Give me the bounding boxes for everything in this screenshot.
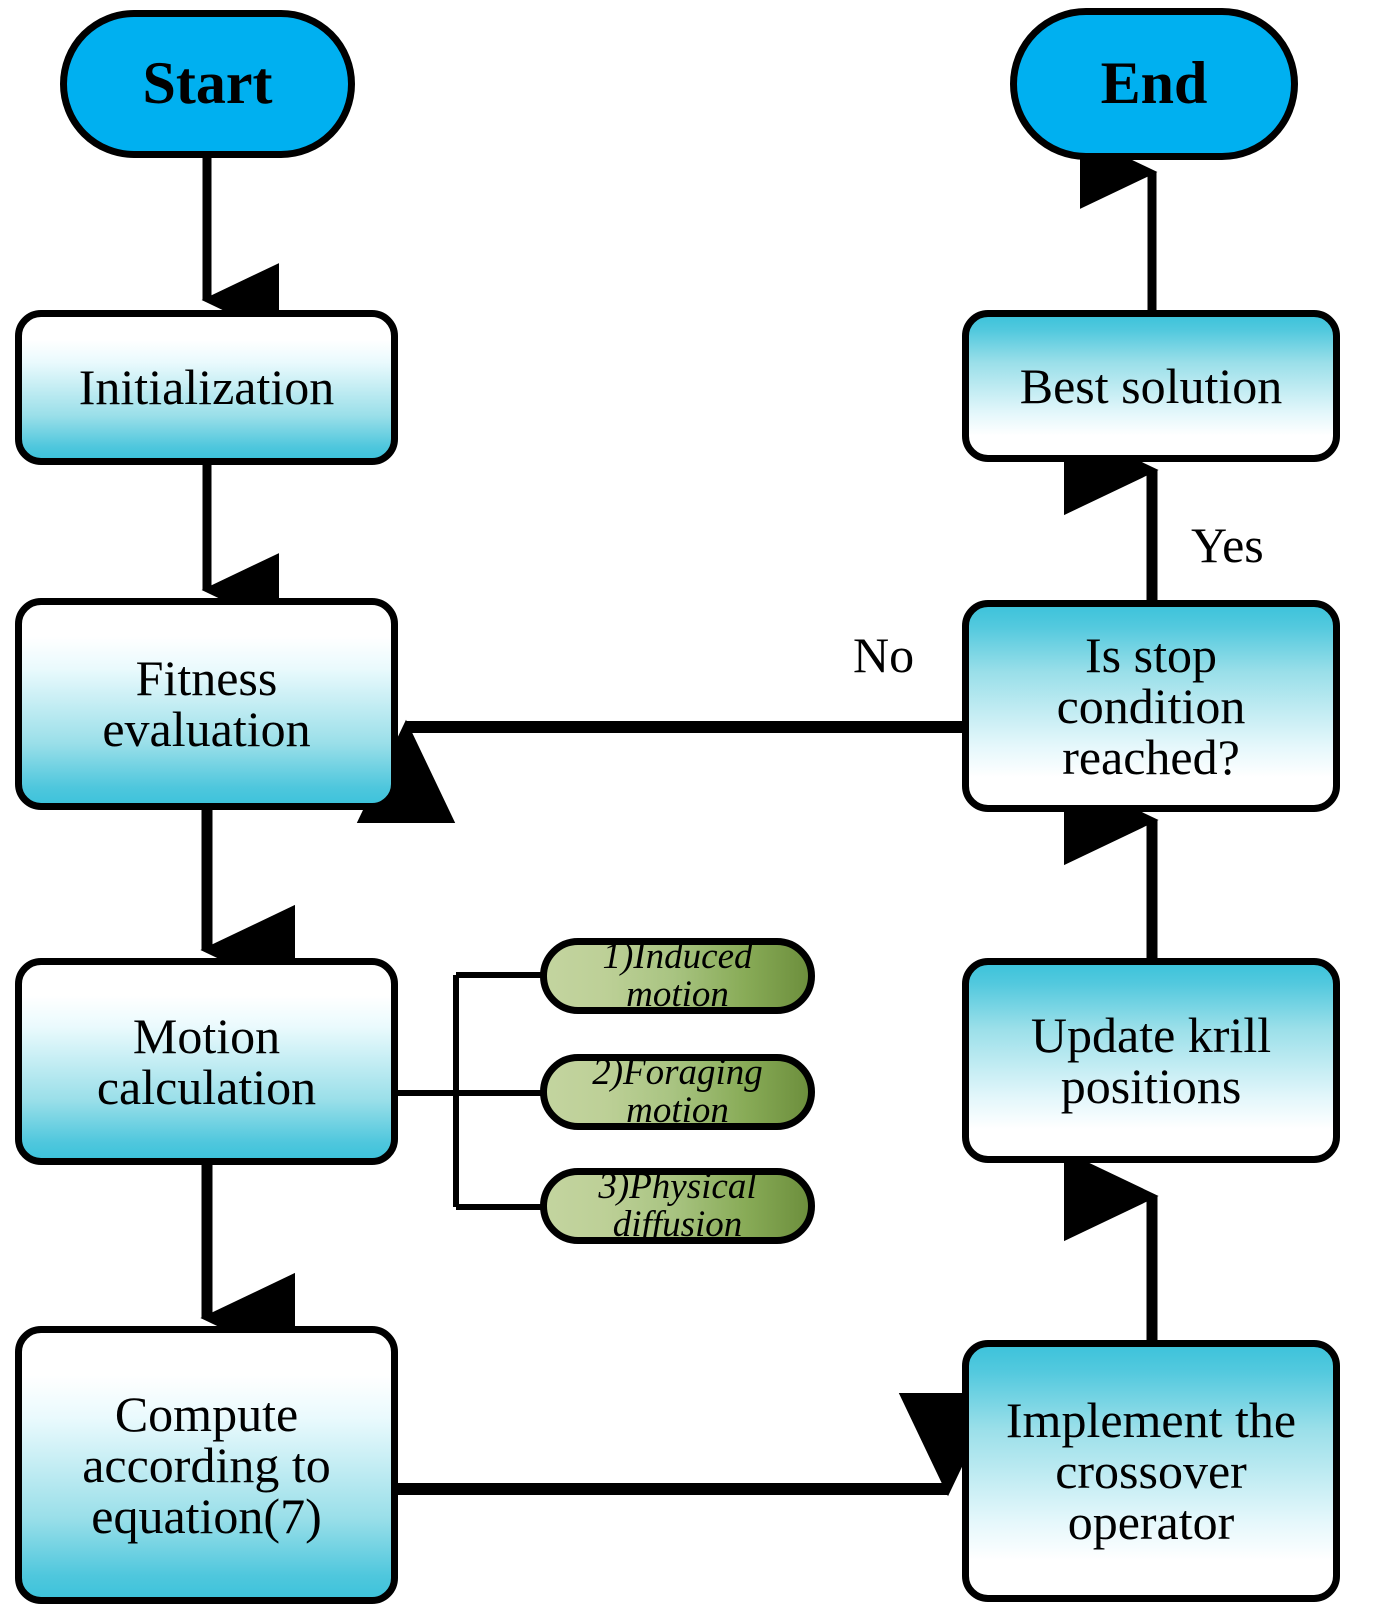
node-end[interactable]: End — [1010, 8, 1298, 160]
node-update-krill-positions[interactable]: Update krill positions — [962, 958, 1340, 1163]
node-start[interactable]: Start — [60, 10, 355, 158]
node-start-label: Start — [142, 50, 273, 117]
node-implement-crossover-label: Implement the crossover operator — [1005, 1391, 1297, 1550]
edge-label-no: No — [853, 627, 915, 683]
node-substep-induced-motion-label: 1)Induced motion — [602, 936, 753, 1015]
node-initialization-label: Initialization — [78, 359, 335, 415]
node-substep-induced-motion[interactable]: 1)Induced motion — [540, 938, 815, 1014]
node-stop-condition[interactable]: Is stop condition reached? — [962, 600, 1340, 812]
node-update-krill-positions-label: Update krill positions — [1030, 1006, 1272, 1114]
node-substep-physical-diffusion-label: 3)Physical diffusion — [598, 1166, 757, 1245]
node-best-solution-label: Best solution — [1019, 357, 1283, 414]
node-substep-physical-diffusion[interactable]: 3)Physical diffusion — [540, 1168, 815, 1244]
node-fitness-evaluation-label: Fitness evaluation — [102, 650, 311, 757]
node-stop-condition-label: Is stop condition reached? — [1056, 626, 1246, 785]
node-motion-calculation-label: Motion calculation — [96, 1007, 317, 1115]
node-fitness-evaluation[interactable]: Fitness evaluation — [15, 598, 398, 810]
node-substep-foraging-motion[interactable]: 2)Foraging motion — [540, 1054, 815, 1130]
edge-label-yes: Yes — [1191, 517, 1264, 573]
node-compute-equation-label: Compute according to equation(7) — [82, 1385, 331, 1544]
node-substep-foraging-motion-label: 2)Foraging motion — [592, 1052, 763, 1131]
node-end-label: End — [1100, 50, 1208, 117]
node-best-solution[interactable]: Best solution — [962, 310, 1340, 462]
node-motion-calculation[interactable]: Motion calculation — [15, 958, 398, 1165]
node-implement-crossover[interactable]: Implement the crossover operator — [962, 1340, 1340, 1602]
node-initialization[interactable]: Initialization — [15, 310, 398, 465]
node-compute-equation[interactable]: Compute according to equation(7) — [15, 1326, 398, 1604]
